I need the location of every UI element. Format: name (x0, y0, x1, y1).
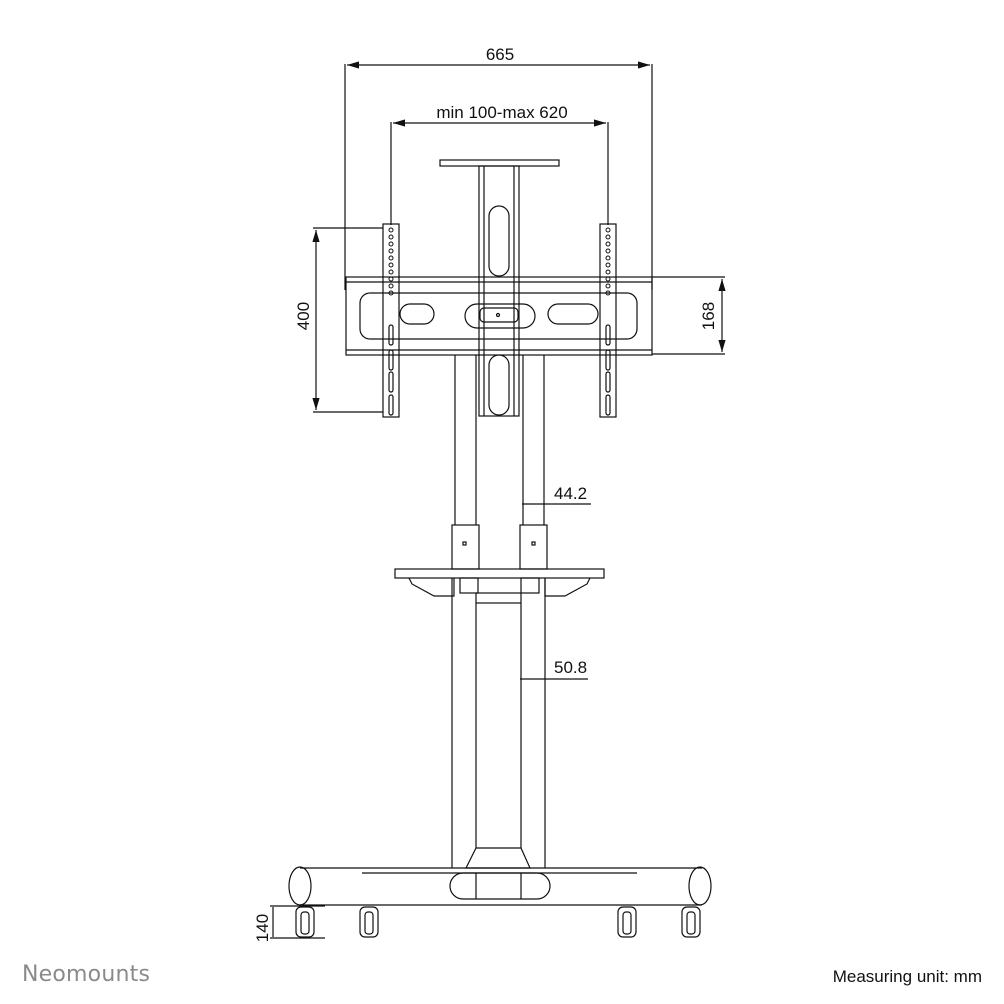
measuring-unit-label: Measuring unit: mm (832, 967, 982, 986)
dimension-overall-width: 665 (344, 45, 653, 290)
top-camera-shelf (439, 159, 560, 417)
middle-shelf (394, 568, 605, 604)
svg-text:min 100-max 620: min 100-max 620 (436, 103, 567, 122)
caster-wheels (295, 906, 701, 938)
left-vesa-bracket (382, 223, 400, 418)
dimension-bracket-height: 400 (294, 227, 383, 413)
dimension-base-height: 140 (253, 905, 325, 942)
base-frame (288, 866, 712, 906)
right-vesa-bracket (599, 223, 617, 418)
dimension-vesa-range: min 100-max 620 (390, 103, 609, 225)
lower-poles (451, 578, 546, 869)
dimension-crossbar-height: 168 (652, 276, 726, 355)
dimension-upper-pole: 44.2 (522, 484, 591, 505)
crossbar (345, 276, 653, 356)
svg-text:665: 665 (486, 45, 514, 64)
svg-text:50.8: 50.8 (554, 658, 587, 677)
upper-poles (454, 355, 545, 525)
brand-logo: Neomounts (22, 962, 151, 987)
svg-text:168: 168 (699, 302, 718, 330)
dimension-lower-pole: 50.8 (520, 658, 588, 680)
svg-text:44.2: 44.2 (554, 484, 587, 503)
pole-sleeves (451, 524, 548, 570)
svg-text:140: 140 (253, 914, 272, 942)
svg-text:400: 400 (294, 302, 313, 330)
